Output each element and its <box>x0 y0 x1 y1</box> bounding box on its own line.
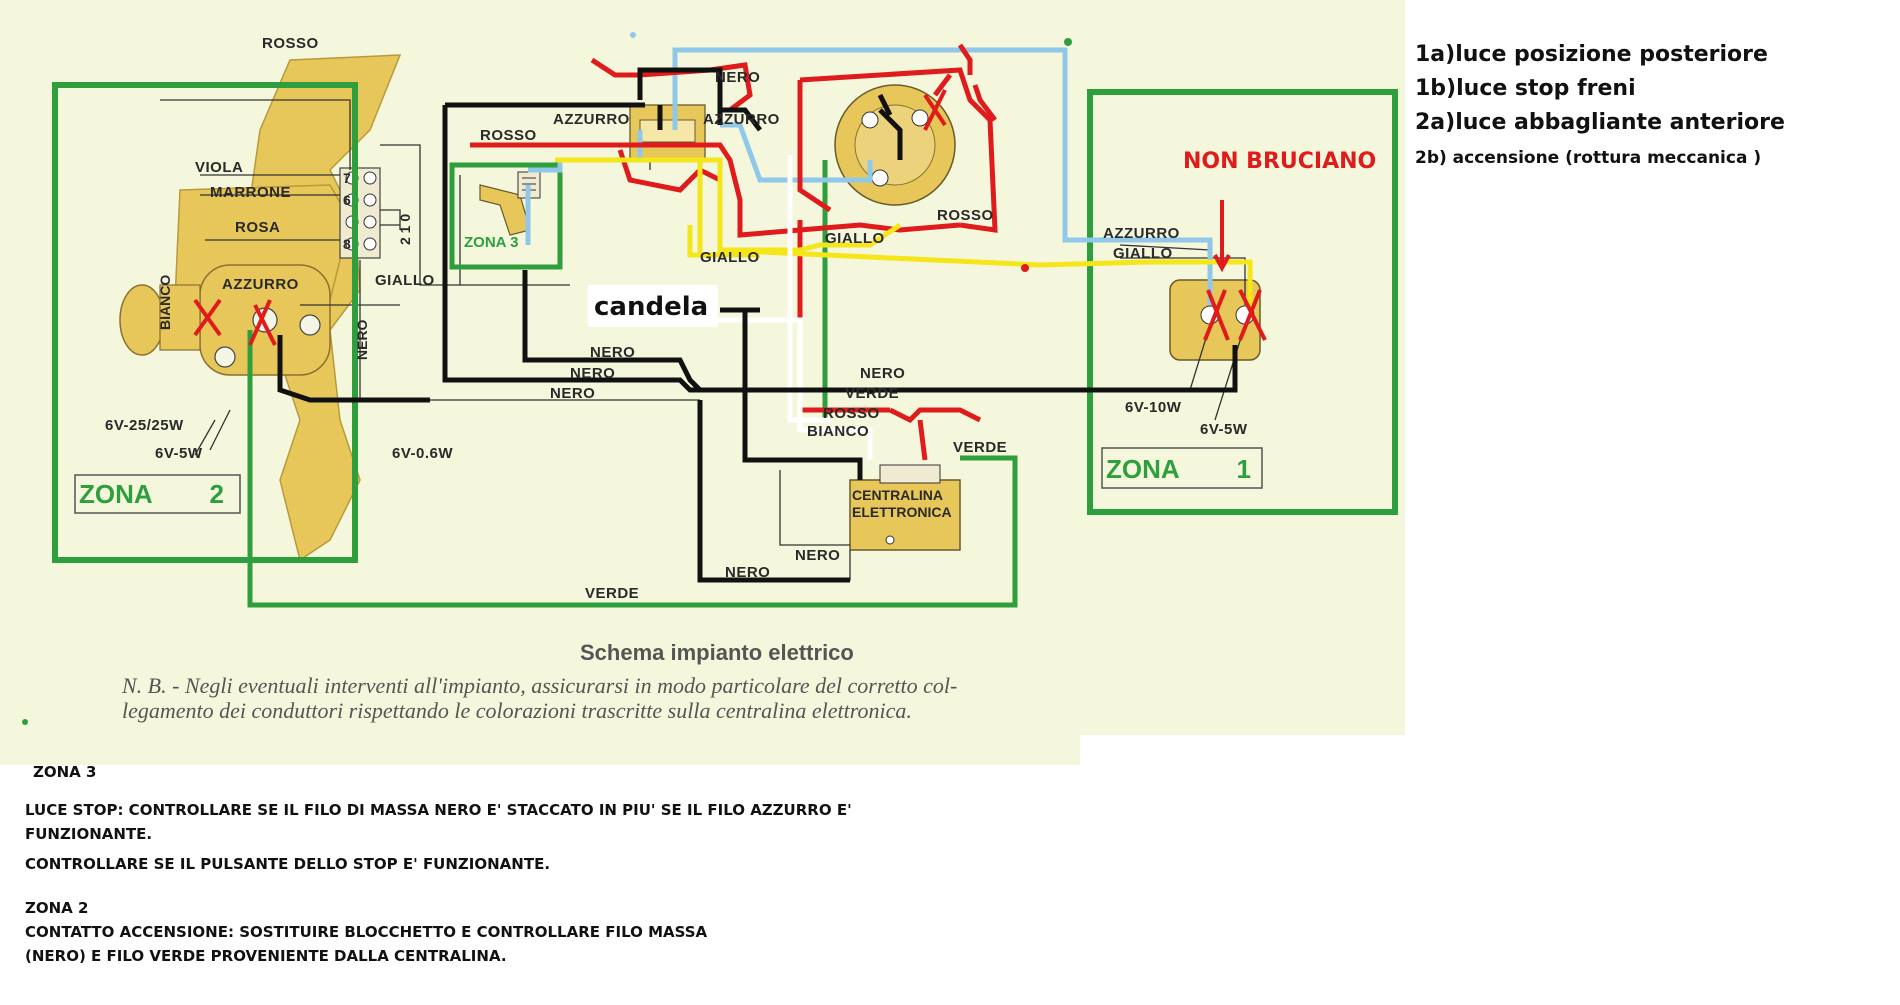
label-rosso-right: ROSSO <box>937 207 994 224</box>
label-rosso-center: ROSSO <box>823 405 880 422</box>
label-nero-top: NERO <box>715 69 760 86</box>
label-giallo-left: GIALLO <box>375 272 435 289</box>
caption-line1: N. B. - Negli eventuali interventi all'i… <box>121 673 957 698</box>
legend-item-1b: 1b)luce stop freni <box>1415 76 1636 101</box>
label-rosso-mid: ROSSO <box>480 127 537 144</box>
label-viola: VIOLA <box>195 159 243 176</box>
label-azzurro-left: AZZURRO <box>222 276 299 293</box>
zone3-box <box>449 162 563 270</box>
legend: 1a)luce posizione posteriore 1b)luce sto… <box>1415 38 1785 168</box>
label-bianco: BIANCO <box>157 275 173 330</box>
label-centralina: CENTRALINA <box>852 487 943 503</box>
label-nero-mid2: NERO <box>570 365 615 382</box>
label-giallo-right: GIALLO <box>1113 245 1173 262</box>
zone1-box <box>1087 89 1398 515</box>
handlebar-assembly <box>119 54 402 562</box>
magneto-flywheel <box>834 84 956 206</box>
zona1-label: ZONA 1 <box>1106 454 1251 484</box>
label-6v-10: 6V-10W <box>1125 399 1182 416</box>
label-rosa: ROSA <box>235 219 280 236</box>
label-6v-25: 6V-25/25W <box>105 417 184 434</box>
fault-marks <box>193 89 1267 346</box>
zona2-line1: CONTATTO ACCENSIONE: SOSTITUIRE BLOCCHET… <box>25 923 708 941</box>
yellow-wires <box>555 157 1253 310</box>
label-verde-bottom: VERDE <box>585 585 639 602</box>
label-nero-center: NERO <box>860 365 905 382</box>
label-terminal-6: 6 <box>343 192 351 208</box>
notes: ZONA 3 LUCE STOP: CONTROLLARE SE IL FILO… <box>25 760 852 968</box>
label-nero-bottom2: NERO <box>725 564 770 581</box>
label-terminal-7: 7 <box>343 170 351 186</box>
label-giallo-right-mid: GIALLO <box>825 230 885 247</box>
zona3-line3: CONTROLLARE SE IL PULSANTE DELLO STOP E'… <box>25 855 551 873</box>
green-wire <box>247 330 1018 608</box>
label-verde-right: VERDE <box>953 439 1007 456</box>
zona3-line2: FUNZIONANTE. <box>25 825 153 843</box>
label-nero-bottom1: NERO <box>795 547 840 564</box>
zona2-label-box <box>74 474 241 514</box>
zona3-label: ZONA 3 <box>464 234 518 251</box>
non-bruciano-label: NON BRUCIANO <box>1183 149 1376 174</box>
zona2-title: ZONA 2 <box>25 899 89 917</box>
candela-label: candela <box>594 292 708 322</box>
wire-labels: ROSSO VIOLA MARRONE ROSA BIANCO AZZURRO … <box>105 35 1248 602</box>
candela-label-box <box>588 285 718 327</box>
legend-item-2a: 2a)luce abbagliante anteriore <box>1415 110 1785 135</box>
label-azzurro-mid2: AZZURRO <box>703 111 780 128</box>
black-wires <box>277 67 1238 583</box>
legend-item-2b: 2b) accensione (rottura meccanica ) <box>1415 148 1762 168</box>
label-giallo-mid: GIALLO <box>700 249 760 266</box>
legend-item-1a: 1a)luce posizione posteriore <box>1415 42 1768 67</box>
label-nero-vertical: NERO <box>354 319 370 360</box>
label-rosso-top: ROSSO <box>262 35 319 52</box>
centralina-elettronica <box>849 464 961 551</box>
label-bianco-center: BIANCO <box>807 423 869 440</box>
caption-line2: legamento dei conduttori rispettando le … <box>122 698 912 723</box>
label-marrone: MARRONE <box>210 184 291 201</box>
zona2-line2: (NERO) E FILO VERDE PROVENIENTE DALLA CE… <box>25 947 507 965</box>
label-nero-mid1: NERO <box>590 344 635 361</box>
label-azzurro-right: AZZURRO <box>1103 225 1180 242</box>
label-6v-5-left: 6V-5W <box>155 445 203 462</box>
label-nero-mid3: NERO <box>550 385 595 402</box>
zone2-box <box>52 82 358 563</box>
label-terminal-8: 8 <box>343 236 351 252</box>
label-elettronica: ELETTRONICA <box>852 504 952 520</box>
label-terminals: 2 1 0 <box>397 214 413 245</box>
label-6v-06: 6V-0.6W <box>392 445 453 462</box>
zona3-title: ZONA 3 <box>33 763 97 781</box>
stop-switch <box>479 171 541 236</box>
zona2-label: ZONA 2 <box>79 479 224 509</box>
label-6v-5-right: 6V-5W <box>1200 421 1248 438</box>
label-azzurro-mid1: AZZURRO <box>553 111 630 128</box>
zona1-label-box <box>1101 447 1263 489</box>
zona3-line1: LUCE STOP: CONTROLLARE SE IL FILO DI MAS… <box>25 801 852 819</box>
label-verde-center: VERDE <box>845 385 899 402</box>
caption-title: Schema impianto elettrico <box>580 640 854 665</box>
